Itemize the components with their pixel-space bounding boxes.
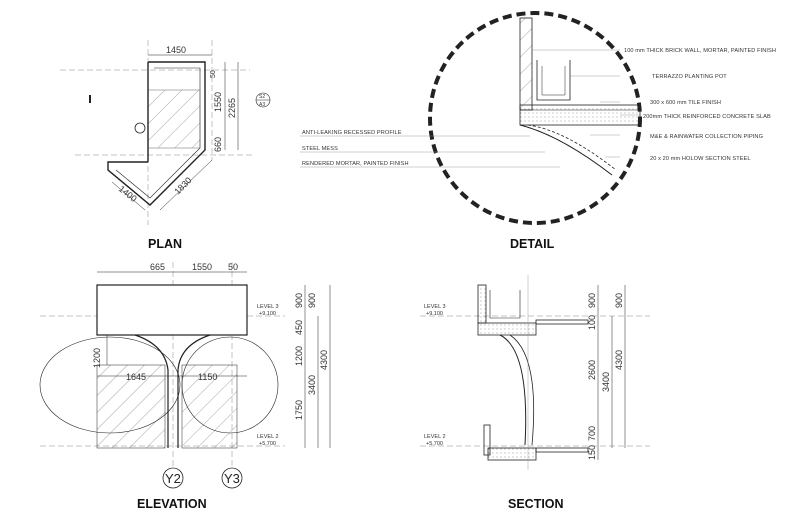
plan-dim-1400: 1400 (117, 184, 139, 204)
elev-dim-1550: 1550 (192, 262, 212, 272)
plan-dim-1550: 1550 (213, 92, 223, 112)
plan-dim-50: 50 (210, 70, 217, 78)
sect-dim-100: 100 (587, 315, 597, 330)
detail-note-tile: 300 x 600 mm TILE FINISH (650, 100, 721, 106)
elev-level2-name: LEVEL 2 (257, 434, 279, 440)
detail-note-profile: ANTI-LEAKING RECESSED PROFILE (302, 130, 402, 136)
elev-dim-1150: 1150 (198, 372, 217, 382)
detail-note-steel: 20 x 20 mm HOLOW SECTION STEEL (650, 156, 751, 162)
grid-label-y2: Y2 (165, 471, 181, 486)
sect-level2-value: +5.700 (426, 441, 443, 447)
plan-marker-bottom: A3 (259, 102, 265, 108)
elev-dim-1750: 1750 (294, 400, 304, 420)
plan-dim-660: 660 (213, 137, 223, 152)
elev-dim-900b: 900 (307, 293, 317, 308)
detail-view (300, 11, 642, 225)
section-view (420, 275, 650, 470)
elev-dim-665: 665 (150, 262, 165, 272)
elev-dim-1645: 1645 (126, 372, 146, 382)
title-section: SECTION (508, 497, 564, 511)
elevation-view (39, 262, 331, 489)
plan-dim-1830: 1830 (172, 175, 193, 196)
elev-level3-value: +9.100 (259, 311, 276, 317)
plan-marker-top: S2 (259, 94, 265, 100)
elev-dim-4300: 4300 (319, 350, 329, 370)
elev-dim-left-1200: 1200 (92, 348, 102, 368)
elev-level2-value: +5.700 (259, 441, 276, 447)
sect-dim-700: 700 (587, 426, 597, 441)
elev-dim-900: 900 (294, 293, 304, 308)
title-plan: PLAN (148, 237, 182, 251)
plan-dim-2265: 2265 (227, 98, 237, 118)
plan-dim-1450: 1450 (166, 45, 186, 55)
detail-note-brick: 100 mm THICK BRICK WALL, MORTAR, PAINTED… (624, 48, 776, 54)
detail-note-pot: TERRAZZO PLANTING POT (652, 74, 727, 80)
plan-view (60, 40, 271, 225)
sect-dim-900b: 900 (614, 293, 624, 308)
sect-dim-900: 900 (587, 293, 597, 308)
detail-note-mesh: STEEL MESS (302, 146, 338, 152)
sect-dim-150: 150 (587, 445, 597, 460)
elev-dim-50: 50 (228, 262, 238, 272)
grid-label-y3: Y3 (224, 471, 240, 486)
sect-level3-name: LEVEL 3 (424, 304, 446, 310)
sect-dim-4300: 4300 (614, 350, 624, 370)
title-elevation: ELEVATION (137, 497, 207, 511)
title-detail: DETAIL (510, 237, 555, 251)
elev-dim-3400: 3400 (307, 375, 317, 395)
elev-level3-name: LEVEL 3 (257, 304, 279, 310)
detail-note-piping: M&E & RAINWATER COLLECTION PIPING (650, 134, 763, 140)
sect-dim-2600: 2600 (587, 360, 597, 380)
sect-dim-3400: 3400 (601, 372, 611, 392)
sect-level2-name: LEVEL 2 (424, 434, 446, 440)
elev-dim-1200: 1200 (294, 346, 304, 366)
detail-note-slab: 200mm THICK REINFORCED CONCRETE SLAB (643, 114, 771, 120)
elev-dim-450: 450 (294, 320, 304, 335)
detail-note-mortar: RENDERED MORTAR, PAINTED FINISH (302, 161, 409, 167)
sect-level3-value: +9.100 (426, 311, 443, 317)
